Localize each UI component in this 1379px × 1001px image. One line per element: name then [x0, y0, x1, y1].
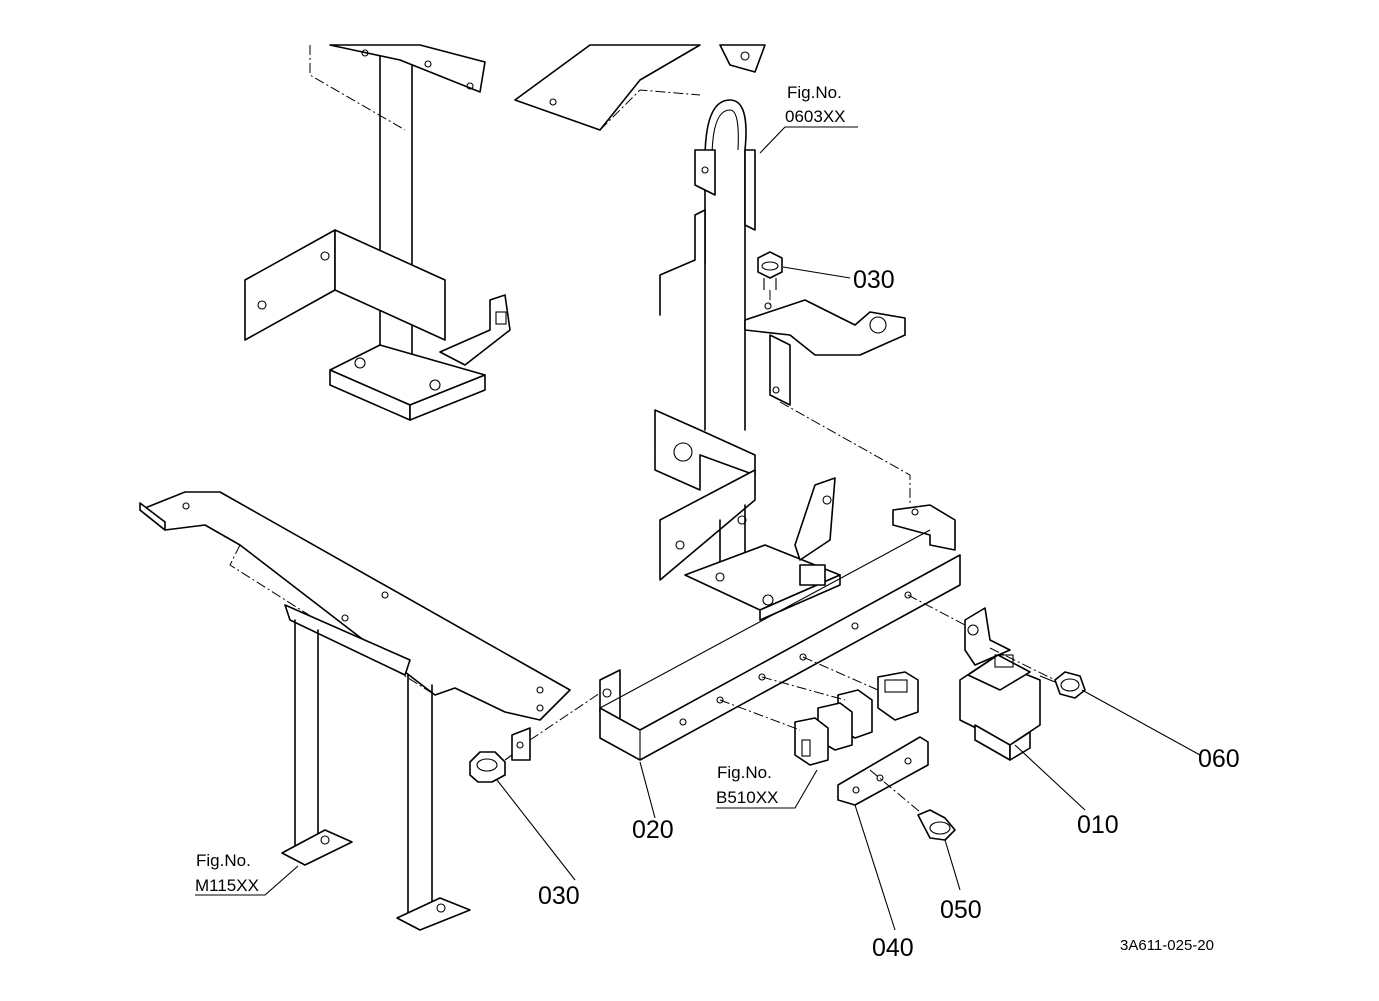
leader-lines: [195, 126, 1201, 931]
callout-010: 010: [1077, 811, 1119, 839]
fig-ref-m115-number: M115XX: [195, 876, 259, 895]
fig-ref-0603-label: Fig.No.: [787, 83, 842, 102]
callout-030-lower: 030: [538, 882, 580, 910]
part-060-bolt: [1039, 671, 1086, 699]
seat-frame-assembly: [514, 44, 911, 621]
part-030-bolt-upper: [757, 251, 783, 290]
left-column-assembly: [244, 44, 511, 421]
part-010-relay: [959, 607, 1041, 761]
fig-ref-0603-number: 0603XX: [785, 107, 846, 126]
lower-left-frame: [139, 491, 571, 931]
assembly-center-lines: [529, 290, 1056, 813]
part-030-bolt-lower: [469, 751, 513, 783]
fuse-block: [794, 671, 919, 766]
fig-ref-m115-label: Fig.No.: [196, 851, 251, 870]
callout-060: 060: [1198, 745, 1240, 773]
part-050-bolt: [917, 809, 956, 841]
callout-040: 040: [872, 934, 914, 962]
fig-ref-b510-label: Fig.No.: [717, 763, 772, 782]
callout-050: 050: [940, 896, 982, 924]
part-040-plate: [837, 736, 929, 806]
part-020-channel-bracket: [599, 504, 961, 761]
fig-ref-b510-number: B510XX: [716, 788, 778, 807]
drawing-code: 3A611-025-20: [1120, 937, 1214, 954]
callout-020: 020: [632, 816, 674, 844]
callout-030-upper: 030: [853, 266, 895, 294]
